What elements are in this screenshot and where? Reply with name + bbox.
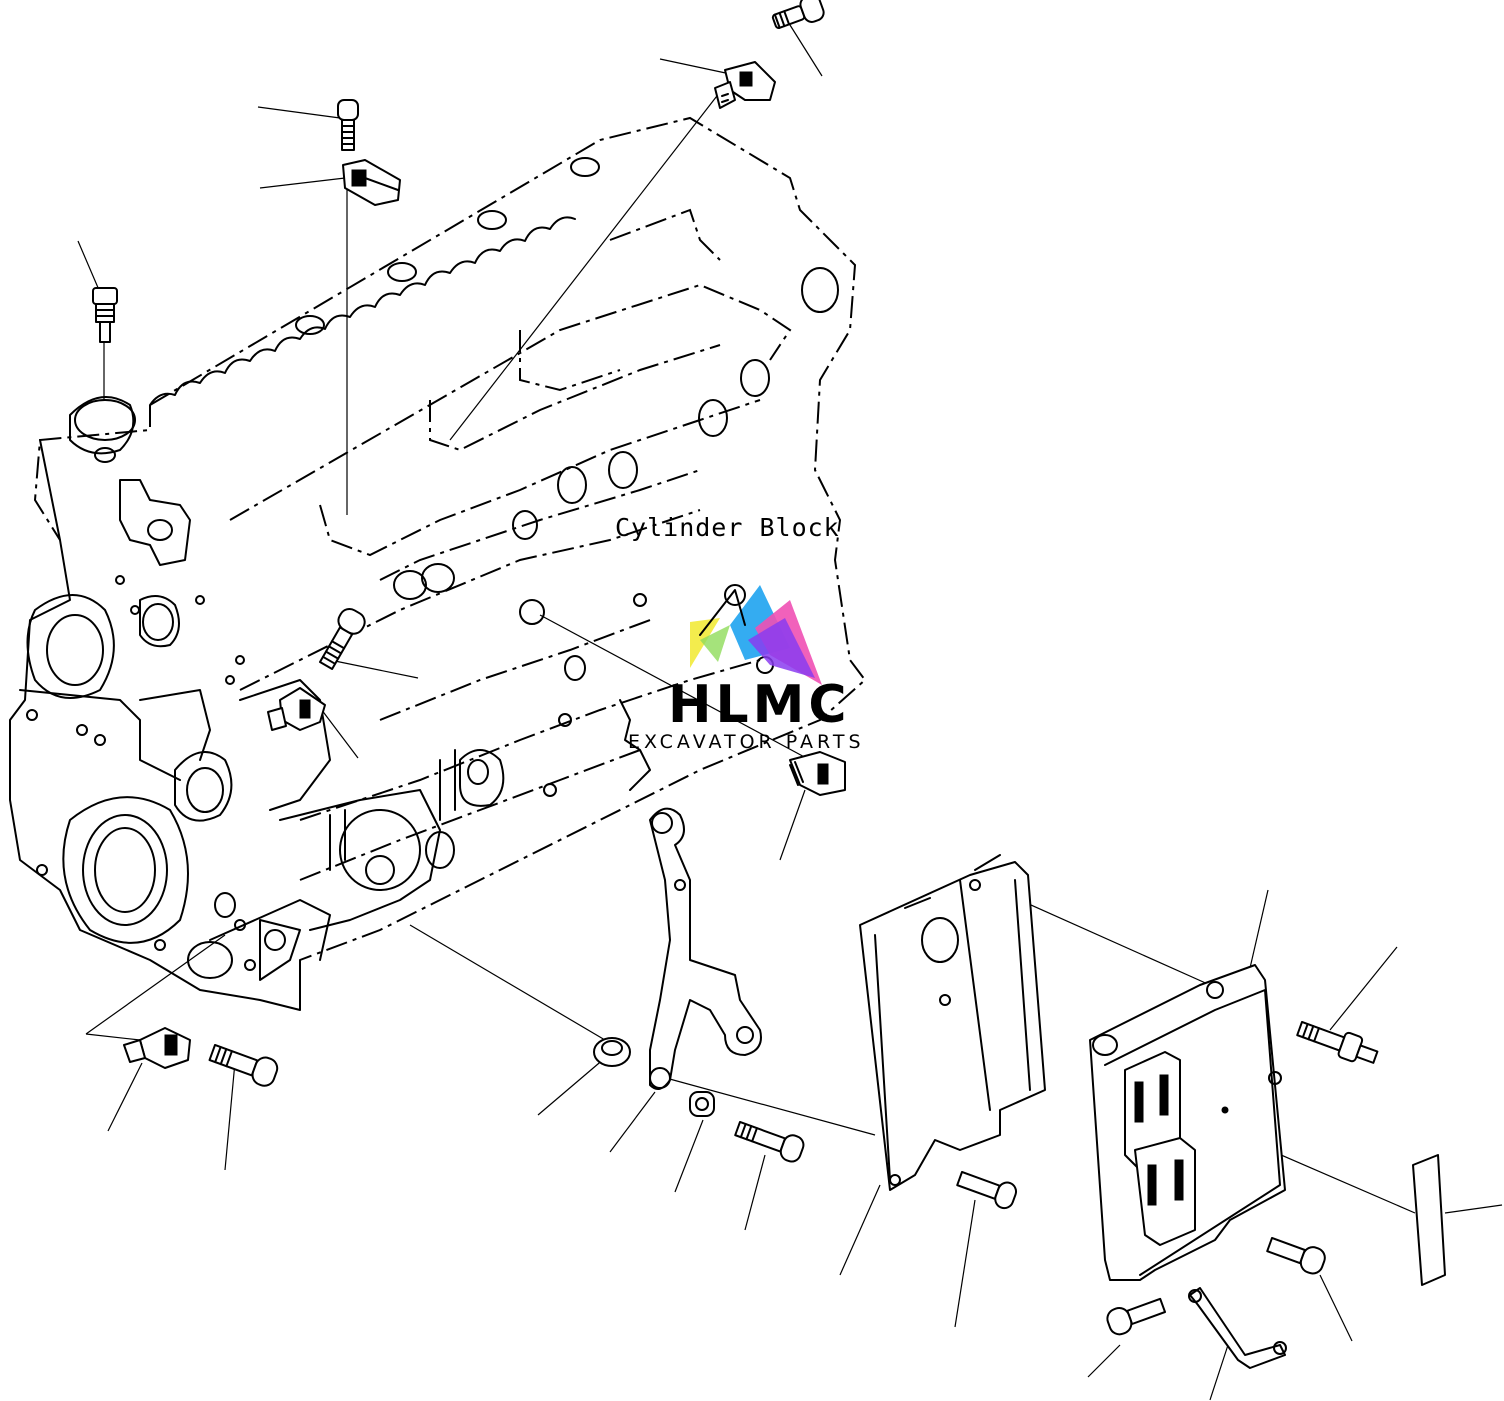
- bolt-top: [771, 0, 825, 29]
- ground-strap: [1188, 1287, 1287, 1369]
- speed-sensor-right: [789, 751, 846, 796]
- bolt-bottom-left: [208, 1044, 279, 1087]
- logo-green-shape: [700, 625, 730, 662]
- pressure-sensor-top-left: [342, 159, 401, 206]
- bolt-ecu-right: [1296, 1020, 1379, 1064]
- bolt-ecu-lower-right: [1266, 1237, 1326, 1275]
- cylinder-block-label: Cylinder Block: [615, 513, 840, 542]
- coolant-temp-sensor: [92, 287, 118, 343]
- watermark-subtitle: EXCAVATOR PARTS: [628, 731, 865, 753]
- bolt-middle: [319, 607, 366, 670]
- ecu-mounting-plate: [859, 854, 1046, 1191]
- front-gear-case: [9, 396, 301, 1011]
- bolt-bracket: [734, 1121, 805, 1163]
- camshaft-sensor-top: [714, 61, 776, 109]
- bolt-ecu-bottom: [1106, 1297, 1166, 1336]
- hlmc-logo: HLMC EXCAVATOR PARTS: [628, 585, 865, 753]
- speed-sensor-middle: [267, 687, 326, 731]
- leader-lines: [77, 24, 1503, 1401]
- spacer-nut: [593, 1037, 631, 1067]
- logo-purple-shape: [748, 618, 815, 678]
- flange-nut: [689, 1091, 715, 1117]
- logo-peak-line: [699, 589, 746, 636]
- engine-controller-ecu: [1089, 964, 1286, 1281]
- mounting-bracket-arm: [649, 807, 762, 1090]
- crankshaft-sensor: [123, 1027, 191, 1069]
- cylinder-head-bosses: [149, 157, 839, 674]
- label-plate: [1412, 1154, 1446, 1286]
- crankcase-details: [209, 593, 651, 981]
- bolt-top-left: [337, 99, 359, 151]
- bolt-plate: [956, 1171, 1018, 1210]
- watermark-title: HLMC: [668, 675, 851, 735]
